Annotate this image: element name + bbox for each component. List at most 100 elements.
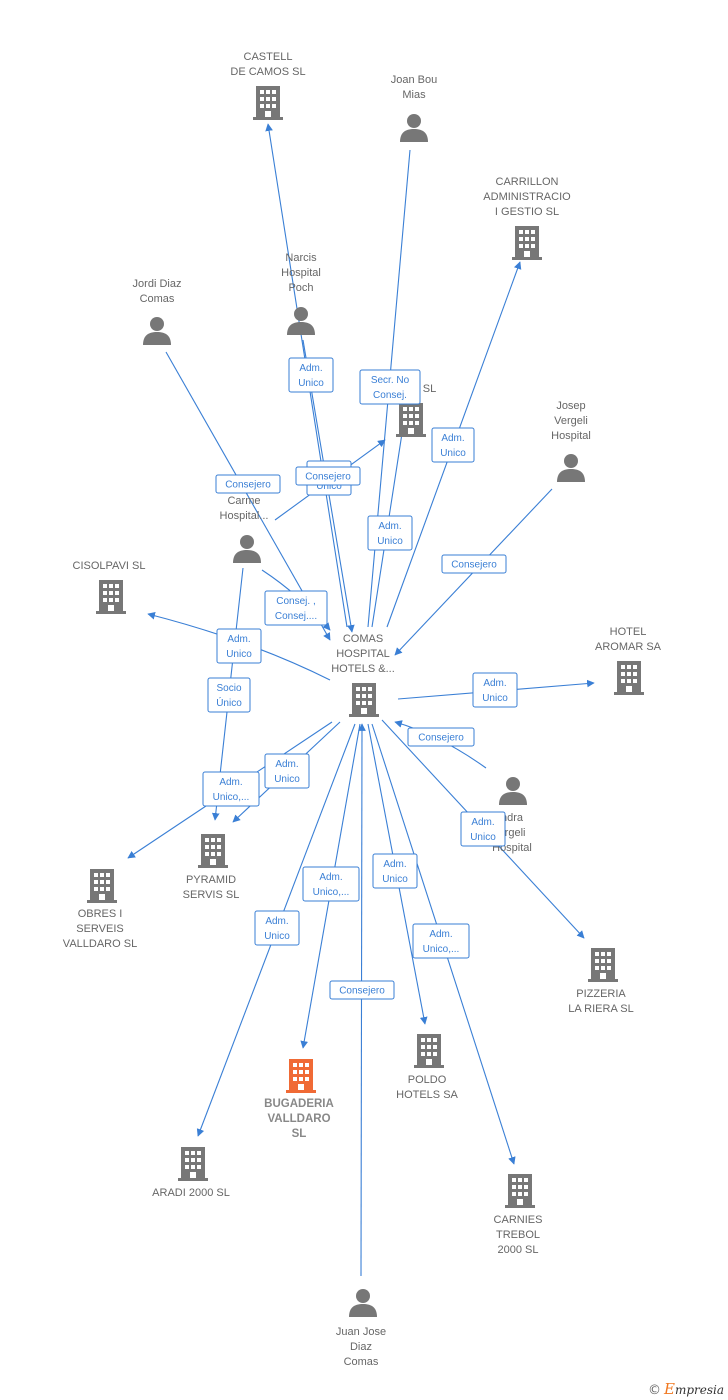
edge-label-text: Unico (264, 931, 290, 942)
node-cisolpavi[interactable]: CISOLPAVI SL (73, 560, 146, 614)
node-label: VALLDARO SL (63, 938, 137, 950)
edge-label-text: Secr. No (371, 375, 410, 386)
edge-label-text: Consej.... (275, 611, 317, 622)
edge-label-e-josep[interactable]: Consejero (441, 554, 507, 574)
node-label: POLDO (408, 1074, 447, 1086)
edge-label-text: Único (216, 696, 242, 709)
node-aradi[interactable]: ARADI 2000 SL (152, 1147, 230, 1199)
edge-label-e-bugaderia[interactable]: Adm.Unico,... (302, 866, 360, 902)
person-icon (349, 1289, 377, 1317)
node-label: CARRILLON (496, 176, 559, 188)
edge-label-box (441, 554, 507, 574)
edge-label-box (367, 515, 413, 551)
edge-label-e-sandra[interactable]: Consejero (407, 727, 475, 747)
building-icon (588, 948, 618, 982)
node-label: OBRES I (78, 908, 123, 920)
edge-label-text: Unico (298, 378, 324, 389)
edge-label-e-cisolpavi[interactable]: Adm.Unico (216, 628, 262, 664)
node-label: 2000 SL (498, 1244, 539, 1256)
edge-label-e-aradi[interactable]: Adm.Unico (254, 910, 300, 946)
node-label: SL (292, 1128, 307, 1140)
node-label: ADMINISTRACIO (483, 191, 571, 203)
building-icon (614, 661, 644, 695)
edge-label-text: Adm. (219, 777, 242, 788)
edge-label-text: Unico (377, 536, 403, 547)
node-label: COMAS (343, 633, 383, 645)
edge-label-e-aromar[interactable]: Adm.Unico (472, 672, 518, 708)
node-label: AROMAR SA (595, 641, 662, 653)
node-label: Carme (227, 495, 260, 507)
edge-label-e-jordi[interactable]: Consejero (215, 474, 281, 494)
person-icon (499, 777, 527, 805)
edge-label-box (295, 466, 361, 486)
edge-label-e-pyramid[interactable]: Adm.Unico (264, 753, 310, 789)
edge-label-text: Adm. (299, 363, 322, 374)
node-label: Joan Bou (391, 74, 437, 86)
edge-label-box (372, 853, 418, 889)
edge-label-box (216, 628, 262, 664)
node-label: CARNIES (494, 1214, 543, 1226)
building-icon (512, 226, 542, 260)
edge-label-box (288, 357, 334, 393)
brand-initial: E (663, 1380, 675, 1398)
edge-label-box (207, 677, 251, 713)
edge-label-e-carrillon[interactable]: Adm.Unico (431, 427, 475, 463)
node-label: BUGADERIA (264, 1098, 334, 1110)
edge-label-e-carme-st[interactable]: Consejero (295, 466, 361, 486)
node-label: Jordi Diaz (133, 278, 182, 290)
edge-label-e-obres[interactable]: Adm. Unico,... (202, 771, 260, 807)
node-carme[interactable]: CarmeHospital... (220, 495, 269, 563)
building-icon (505, 1174, 535, 1208)
edge-label-text: Unico,... (213, 792, 250, 803)
node-label: HOTELS SA (396, 1089, 458, 1101)
person-icon (143, 317, 171, 345)
edge-label-text: Consejero (451, 560, 497, 571)
edge-label-box (215, 474, 281, 494)
edge-label-e-carme-comas[interactable]: Consej. ,Consej.... (264, 590, 328, 626)
node-label: PYRAMID (186, 874, 236, 886)
edge-label-box (359, 369, 421, 405)
node-obres[interactable]: OBRES I SERVEIS VALLDARO SL (63, 869, 137, 950)
edge-label-e-narcis[interactable]: Adm. Unico (288, 357, 334, 393)
edge-label-e-poldo[interactable]: Adm.Unico (372, 853, 418, 889)
node-label: CISOLPAVI SL (73, 560, 146, 572)
node-poldo[interactable]: POLDO HOTELS SA (396, 1034, 459, 1101)
node-label: Mias (402, 89, 426, 101)
edge-label-text: Adm. (483, 678, 506, 689)
node-label: DE CAMOS SL (230, 66, 305, 78)
edge-label-e-juanjose[interactable]: Consejero (329, 980, 395, 1000)
edge-label-box (302, 866, 360, 902)
node-label: Comas (344, 1356, 379, 1368)
edge-label-box (202, 771, 260, 807)
node-label: SERVEIS (76, 923, 124, 935)
edge-label-text: Unico (274, 774, 300, 785)
edge-label-e-st[interactable]: Adm.Unico (367, 515, 413, 551)
building-icon (286, 1059, 316, 1093)
edge-label-text: Consejero (305, 472, 351, 483)
node-label: Hospital... (220, 510, 269, 522)
person-icon (400, 114, 428, 142)
node-label: HOSPITAL (336, 648, 390, 660)
edge-label-box (264, 590, 328, 626)
edge-label-e-carnies[interactable]: Adm.Unico,... (412, 923, 470, 959)
person-icon (287, 307, 315, 335)
edge-label-box (329, 980, 395, 1000)
edge-label-e-pizzeria[interactable]: Adm.Unico (460, 811, 506, 847)
